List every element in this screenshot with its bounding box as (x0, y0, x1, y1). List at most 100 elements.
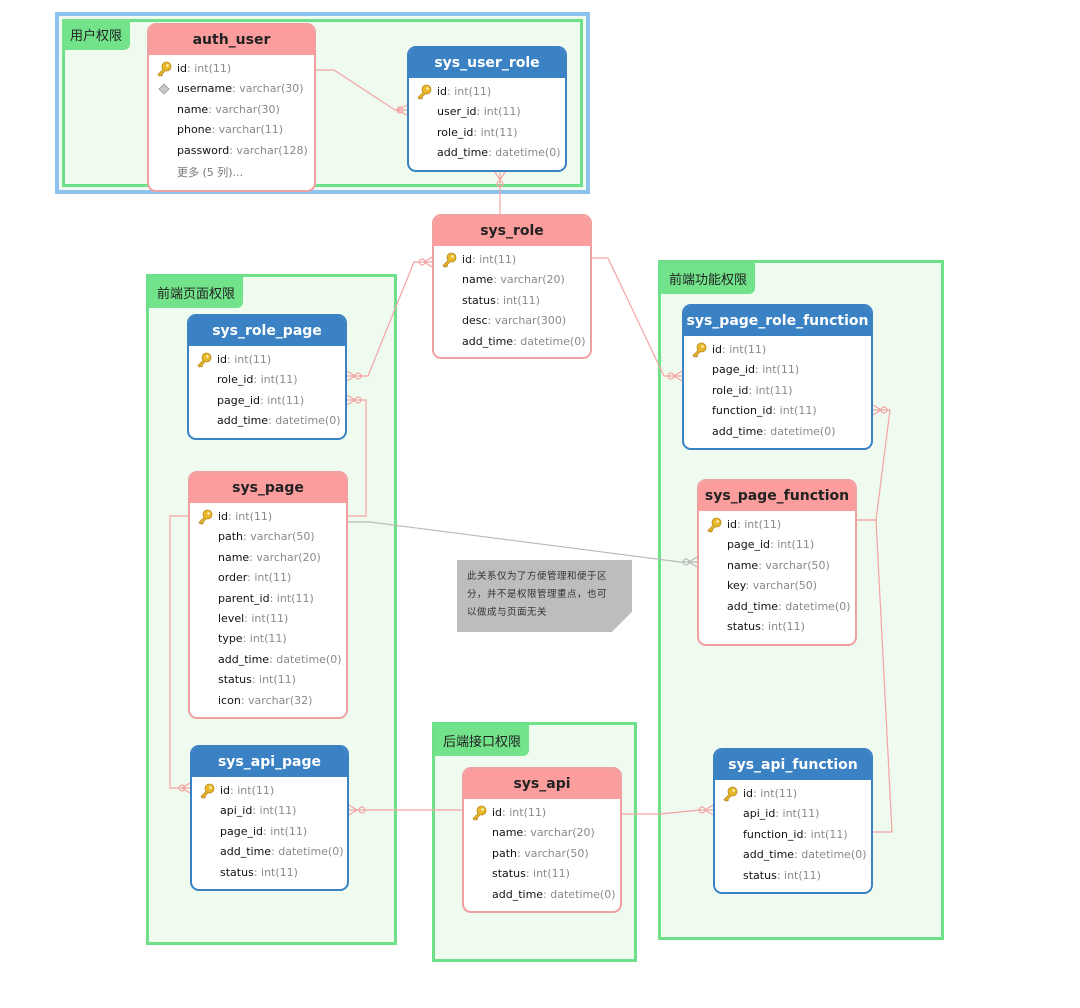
field-type: : int(11) (244, 612, 289, 625)
field-name: name (492, 826, 524, 840)
field-row: role_id: int(11) (684, 381, 871, 401)
field-type: : int(11) (495, 293, 540, 307)
field-name: id (217, 353, 228, 366)
field-name: role_id (712, 383, 749, 397)
field-type: : int(11) (253, 865, 298, 879)
field-row: id: int(11) (464, 803, 620, 823)
field-row: add_time: datetime(0) (684, 422, 871, 442)
field-name: id (727, 518, 738, 531)
field-row: id: int(11) (192, 781, 347, 801)
field-name: key (727, 579, 746, 593)
field-name: name (727, 558, 759, 572)
field-type: : datetime(0) (269, 652, 342, 666)
group-user-permission-inner (62, 19, 583, 187)
field-row: status: int(11) (434, 291, 590, 311)
field-name: id (437, 85, 448, 98)
relation-line (347, 261, 432, 377)
field-name: add_time (712, 424, 764, 438)
field-type: : int(11) (748, 383, 793, 397)
field-name: id (177, 62, 188, 75)
field-row: icon: varchar(32) (190, 691, 346, 711)
field-row: api_id: int(11) (715, 804, 871, 824)
field-name: add_time (217, 414, 269, 428)
key-icon (198, 783, 216, 799)
field-name: type (218, 632, 243, 646)
group-label: 前端功能权限 (661, 263, 756, 294)
field-row: username: varchar(30) (149, 79, 314, 99)
crowfoot-marker (346, 394, 357, 406)
field-row: password: varchar(128) (149, 141, 314, 161)
field-type: : int(11) (227, 353, 272, 366)
field-name: id (712, 343, 723, 356)
entity-title: auth_user (149, 25, 314, 55)
field-row: user_id: int(11) (409, 102, 565, 122)
crowfoot-marker (872, 404, 883, 416)
field-type: : int(11) (247, 571, 292, 585)
field-name: role_id (217, 373, 254, 387)
field-row: name: varchar(20) (190, 548, 346, 568)
field-row: status: int(11) (192, 863, 347, 883)
field-name: page_id (727, 538, 771, 552)
field-row: status: int(11) (715, 866, 871, 886)
entity-title: sys_page_role_function (684, 306, 871, 336)
field-type: : int(11) (269, 591, 314, 605)
relation-line (169, 515, 190, 789)
field-type: : int(11) (263, 824, 308, 838)
field-name: role_id (437, 125, 474, 139)
field-type: : int(11) (753, 787, 798, 800)
field-name: id (743, 787, 754, 800)
field-row: api_id: int(11) (192, 801, 347, 821)
field-type: : datetime(0) (271, 845, 344, 859)
crowfoot-marker (494, 171, 506, 182)
field-row: id: int(11) (409, 82, 565, 102)
field-row: page_id: int(11) (192, 822, 347, 842)
field-name: id (492, 806, 503, 819)
field-type: : datetime(0) (794, 848, 867, 862)
field-row: desc: varchar(300) (434, 311, 590, 331)
field-type: : int(11) (187, 62, 232, 75)
diamond-icon (155, 81, 173, 97)
field-type: : varchar(20) (249, 550, 321, 564)
field-type: : varchar(50) (745, 579, 818, 593)
field-type: : varchar(32) (240, 693, 313, 707)
field-name: username (177, 82, 232, 96)
group-label: 后端接口权限 (435, 725, 530, 756)
field-name: add_time (462, 334, 514, 348)
relation-line (592, 257, 682, 377)
field-type: : varchar(20) (493, 273, 565, 287)
field-row: id: int(11) (699, 515, 855, 535)
field-name: path (492, 846, 518, 860)
relation-line (622, 809, 713, 815)
field-name: api_id (220, 804, 253, 818)
field-row: page_id: int(11) (699, 535, 855, 555)
field-type: : int(11) (525, 867, 570, 881)
field-row: id: int(11) (189, 350, 345, 370)
field-type: : int(11) (242, 632, 287, 646)
field-type: : varchar(50) (517, 846, 589, 860)
field-name: 更多 (5 列)... (177, 166, 244, 179)
field-type: : datetime(0) (513, 334, 586, 348)
field-row: status: int(11) (190, 670, 346, 690)
field-type: : varchar(30) (232, 82, 304, 96)
key-icon (440, 252, 458, 268)
field-row: id: int(11) (190, 507, 346, 527)
field-type: : int(11) (776, 868, 821, 882)
field-type: : int(11) (447, 85, 492, 98)
field-name: parent_id (218, 591, 270, 605)
field-row: id: int(11) (684, 340, 871, 360)
field-type: : datetime(0) (543, 887, 616, 901)
relation-line (348, 521, 697, 563)
field-name: api_id (743, 807, 776, 821)
field-name: add_time (220, 845, 272, 859)
